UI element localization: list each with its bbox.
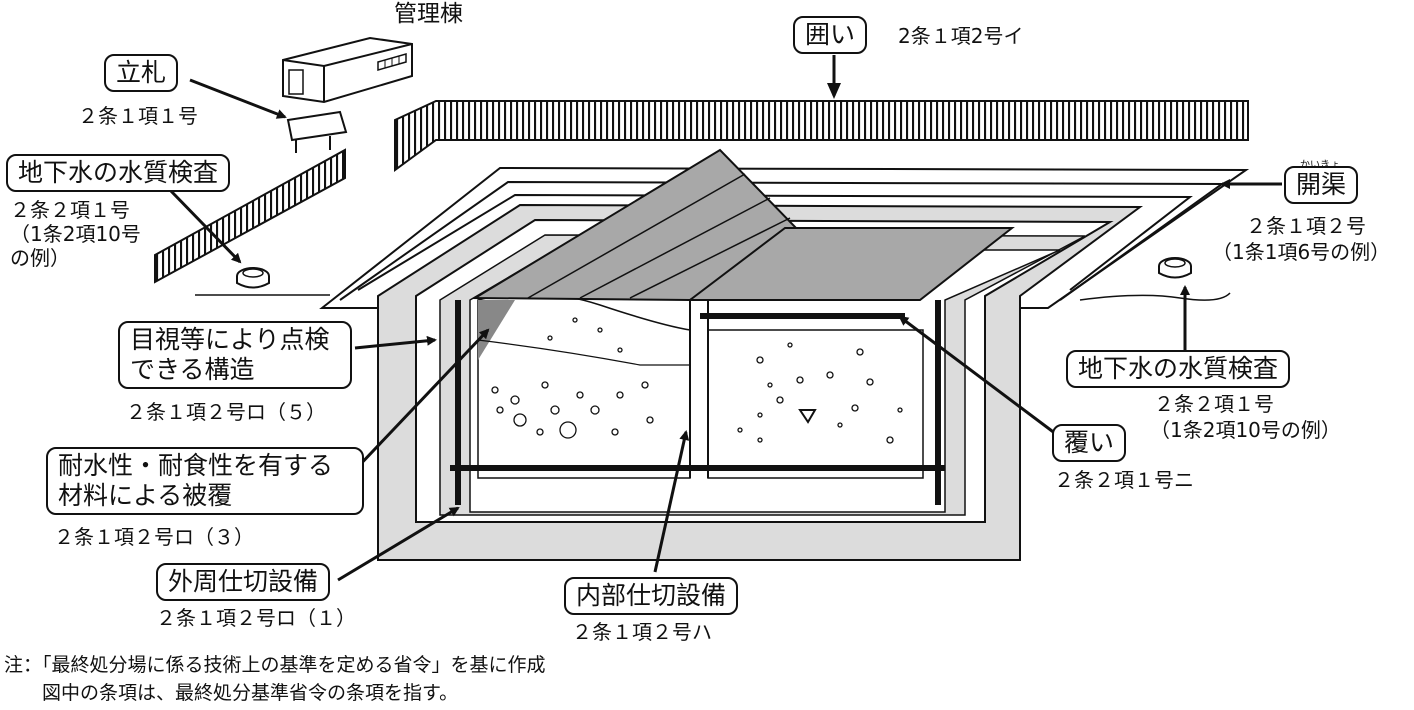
groundwater-right-ref-1: ２条２項１号 (1154, 392, 1274, 416)
groundwater-well-left (236, 267, 270, 289)
coating-callout: 耐水性・耐食性を有する 材料による被覆 (46, 447, 364, 515)
groundwater-left-ref-1: ２条２項１号 (10, 198, 130, 222)
partition-bars (450, 300, 945, 505)
coating-line-2: 材料による被覆 (58, 481, 233, 510)
groundwater-right-ref-2: （1条2項10号の例） (1150, 418, 1341, 442)
fence-ref: 2条１項2号イ (898, 24, 1024, 48)
management-building (282, 36, 413, 104)
cover-callout: 覆い (1052, 424, 1127, 462)
groundwater-left-ref-3: の例） (10, 246, 70, 270)
inspection-line-2: できる構造 (130, 355, 255, 384)
groundwater-well-right (1158, 257, 1192, 279)
fence (154, 100, 1249, 284)
inspection-line-1: 目視等により点検 (130, 325, 330, 354)
coating-line-1: 耐水性・耐食性を有する (58, 451, 334, 480)
outer-partition-ref: ２条１項２号ロ（１） (156, 606, 356, 630)
open-channel-ruby: かいきょ (1300, 160, 1340, 171)
inner-partition-ref: ２条１項２号ハ (572, 620, 712, 644)
signboard-ref: ２条１項１号 (78, 104, 198, 128)
coating-ref: ２条１項２号ロ（３） (54, 525, 254, 549)
ground-line (195, 292, 1231, 301)
groundwater-left-callout: 地下水の水質検査 (6, 154, 231, 192)
open-channel-ref-1: ２条１項２号 (1246, 214, 1366, 238)
building-label: 管理棟 (394, 1, 463, 27)
inspection-ref: ２条１項２号ロ（５） (126, 400, 326, 424)
signboard-callout: 立札 (104, 54, 179, 92)
outer-partition-callout: 外周仕切設備 (156, 563, 331, 601)
inner-partition-callout: 内部仕切設備 (564, 577, 739, 615)
open-channel-ref-2: （1条1項6号の例） (1212, 240, 1391, 264)
cover-roof (471, 148, 1015, 478)
inspection-callout: 目視等により点検 できる構造 (118, 321, 352, 389)
groundwater-left-ref-2: （1条2項10号 (10, 222, 141, 246)
open-channel-callout: 開渠 (1284, 166, 1359, 204)
note-line-2: 図中の条項は、最終処分基準省令の条項を指す。 (4, 682, 459, 704)
groundwater-right-callout: 地下水の水質検査 (1066, 350, 1291, 388)
cover-ref: ２条２項１号ニ (1054, 468, 1194, 492)
note-line-1: 注：「最終処分場に係る技術上の基準を定める省令」を基に作成 (4, 654, 546, 676)
signboard (286, 110, 348, 153)
waste-fill (477, 292, 924, 479)
leader-arrows (168, 55, 1282, 582)
fence-callout: 囲い (793, 16, 868, 54)
